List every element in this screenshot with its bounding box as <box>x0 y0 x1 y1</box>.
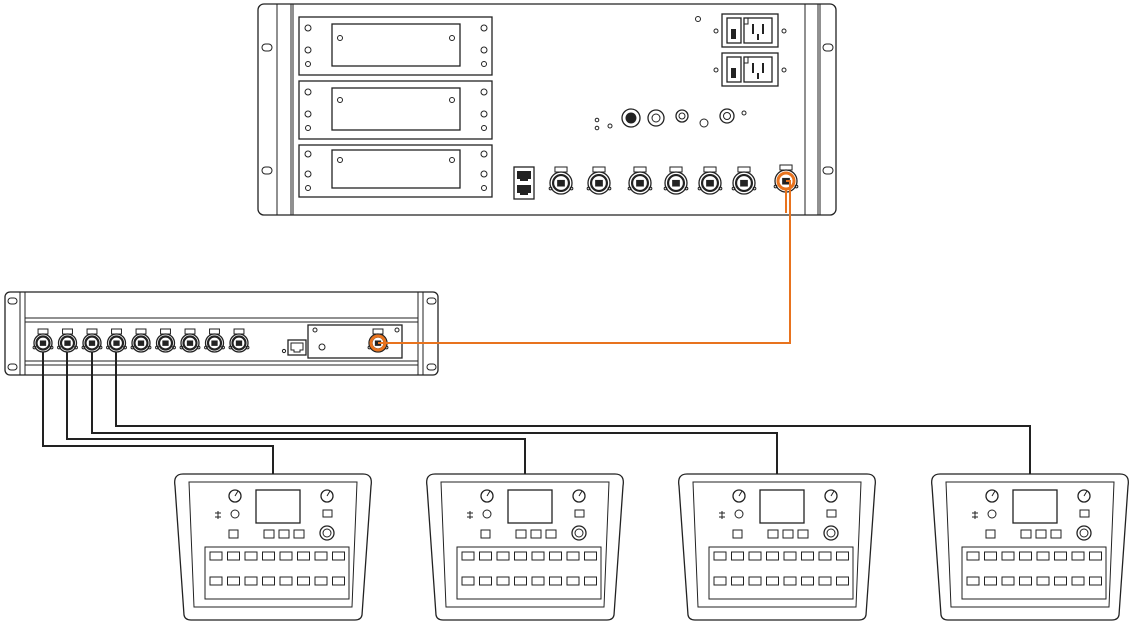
personal-mixers <box>174 473 1129 621</box>
console-network-ports <box>548 164 799 195</box>
console-jacks <box>594 108 747 131</box>
orange-link-cable <box>776 171 796 191</box>
rack-ear-slot <box>7 363 18 371</box>
network-port <box>697 166 723 195</box>
rack-ear-slot <box>426 297 437 305</box>
network-port <box>548 166 574 195</box>
expander-port <box>228 328 250 353</box>
network-port <box>586 166 612 195</box>
power-inlet <box>695 13 787 48</box>
personal-mixer <box>678 473 876 621</box>
ethernet-port <box>513 166 535 200</box>
rack-ear-slot <box>822 166 834 175</box>
network-port <box>627 166 653 195</box>
expansion-card <box>307 324 403 359</box>
expander-port <box>204 328 225 353</box>
mixer-cable <box>91 352 778 474</box>
rack-ear-slot <box>426 363 437 371</box>
expander-port <box>81 328 103 353</box>
expander-port <box>57 328 78 353</box>
personal-mixer <box>174 473 372 621</box>
cables <box>42 171 1031 474</box>
expander-port <box>32 328 54 353</box>
mixer-cable <box>42 352 274 474</box>
rack-expander <box>4 291 439 376</box>
expander-port <box>179 328 201 353</box>
expander-port <box>155 328 176 353</box>
personal-mixer <box>426 473 624 621</box>
mixer-cable <box>115 352 1031 474</box>
rack-ear-slot <box>261 166 273 175</box>
console-rear-panel <box>257 3 837 216</box>
network-port <box>663 166 689 195</box>
option-card-slot <box>298 16 493 76</box>
mixer-cable <box>66 352 526 474</box>
option-card-slot <box>298 80 493 140</box>
expander-network-ports <box>32 328 250 353</box>
orange-link-cable <box>378 180 791 344</box>
expander-port <box>106 328 127 353</box>
network-port <box>731 166 757 195</box>
power-inlet <box>713 52 787 87</box>
option-card-slot <box>298 144 493 198</box>
rack-ear-slot <box>7 297 18 305</box>
expander-port <box>130 328 152 353</box>
rack-ear-slot <box>822 43 834 52</box>
rack-ear-slot <box>261 43 273 52</box>
personal-mixer <box>931 473 1129 621</box>
orange-link-cable <box>369 334 387 352</box>
ethernet-port <box>281 339 307 356</box>
